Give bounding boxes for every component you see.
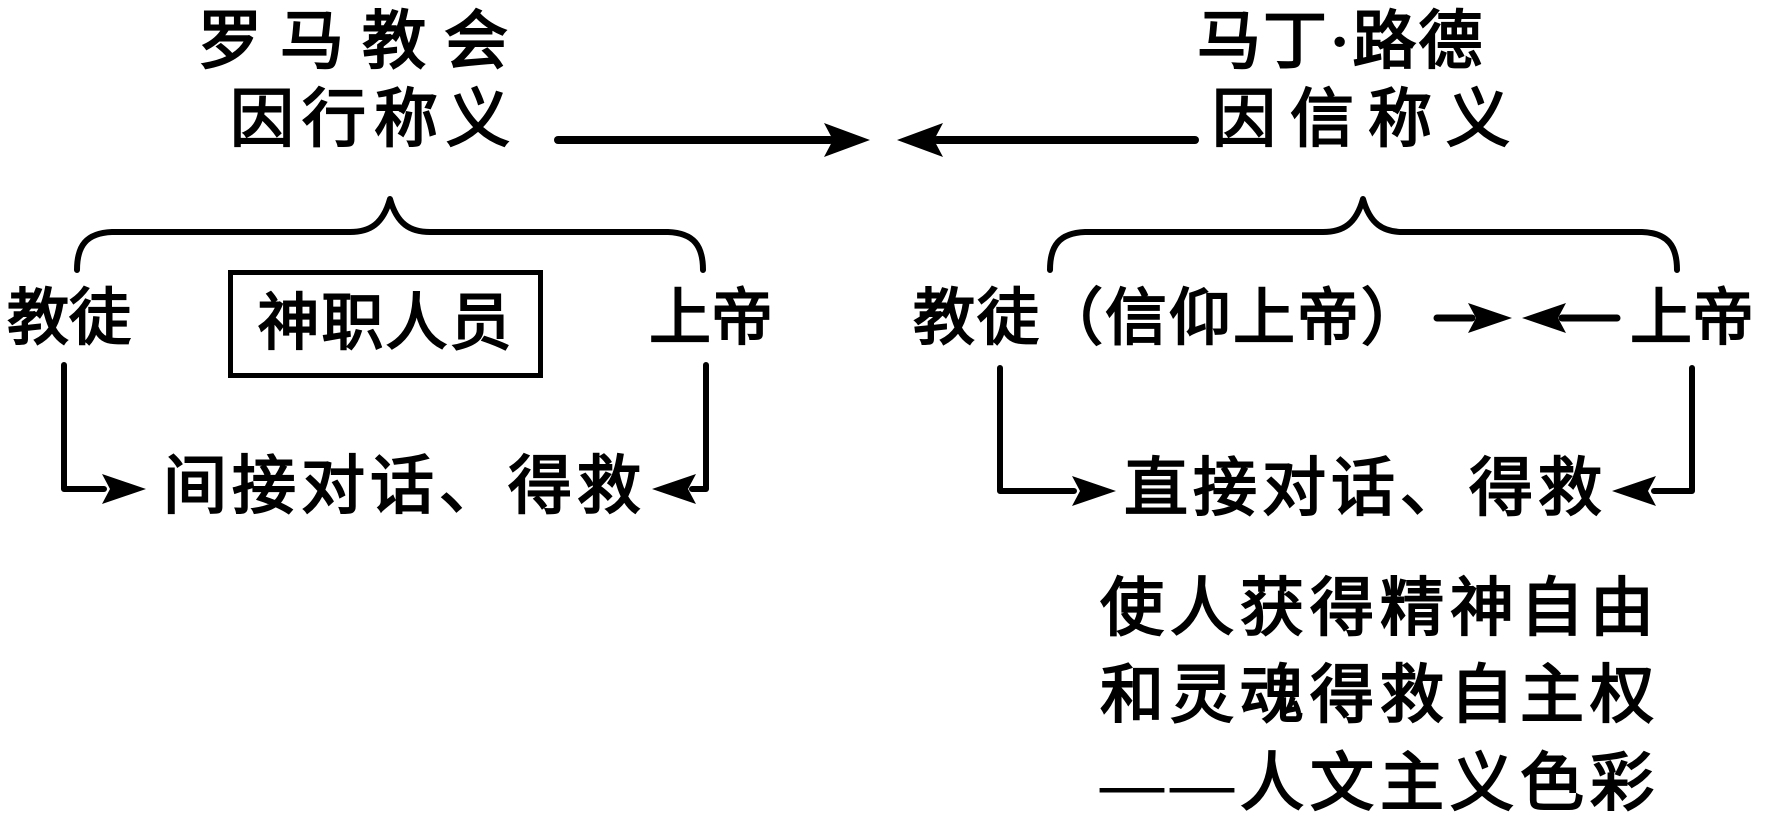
right-arrowhead-icon [1072,476,1116,506]
left-title-line2: 因行称义 [230,84,518,155]
left-god-connector [652,362,709,504]
note-line1: 使人获得精神自由 [1100,573,1660,644]
right-result-label: 直接对话、得救 [1124,453,1607,524]
left-arrowhead-icon [1612,476,1656,506]
note-line3: ——人文主义色彩 [1100,748,1660,819]
right-arrowhead-icon [102,474,146,504]
right-believer-label: 教徒（信仰上帝） [913,285,1426,353]
right-row-opposing-arrows [1433,303,1621,333]
right-god-label: 上帝 [1630,285,1755,353]
clergy-box: 神职人员 [228,270,543,378]
left-god-label: 上帝 [649,285,774,353]
opposing-arrows [554,123,1199,157]
left-arrowhead-icon [1522,303,1566,333]
left-title-line1: 罗马教会 [198,6,526,77]
right-arrowhead-icon [1468,303,1512,333]
right-believer-connector [997,365,1116,506]
left-believer-label: 教徒 [7,285,132,353]
left-arrowhead-icon [897,123,943,157]
left-believer-connector [61,362,146,504]
left-arrowhead-icon [652,474,696,504]
right-title-line2: 因信称义 [1212,84,1524,155]
right-arrowhead-icon [824,123,870,157]
clergy-label: 神职人员 [257,290,514,358]
left-result-label: 间接对话、得救 [163,451,646,522]
right-brace [1047,196,1680,273]
right-title-line1: 马丁·路德 [1197,6,1485,77]
note-line2: 和灵魂得救自主权 [1100,660,1660,731]
right-god-connector [1612,365,1695,506]
left-brace [74,196,706,273]
